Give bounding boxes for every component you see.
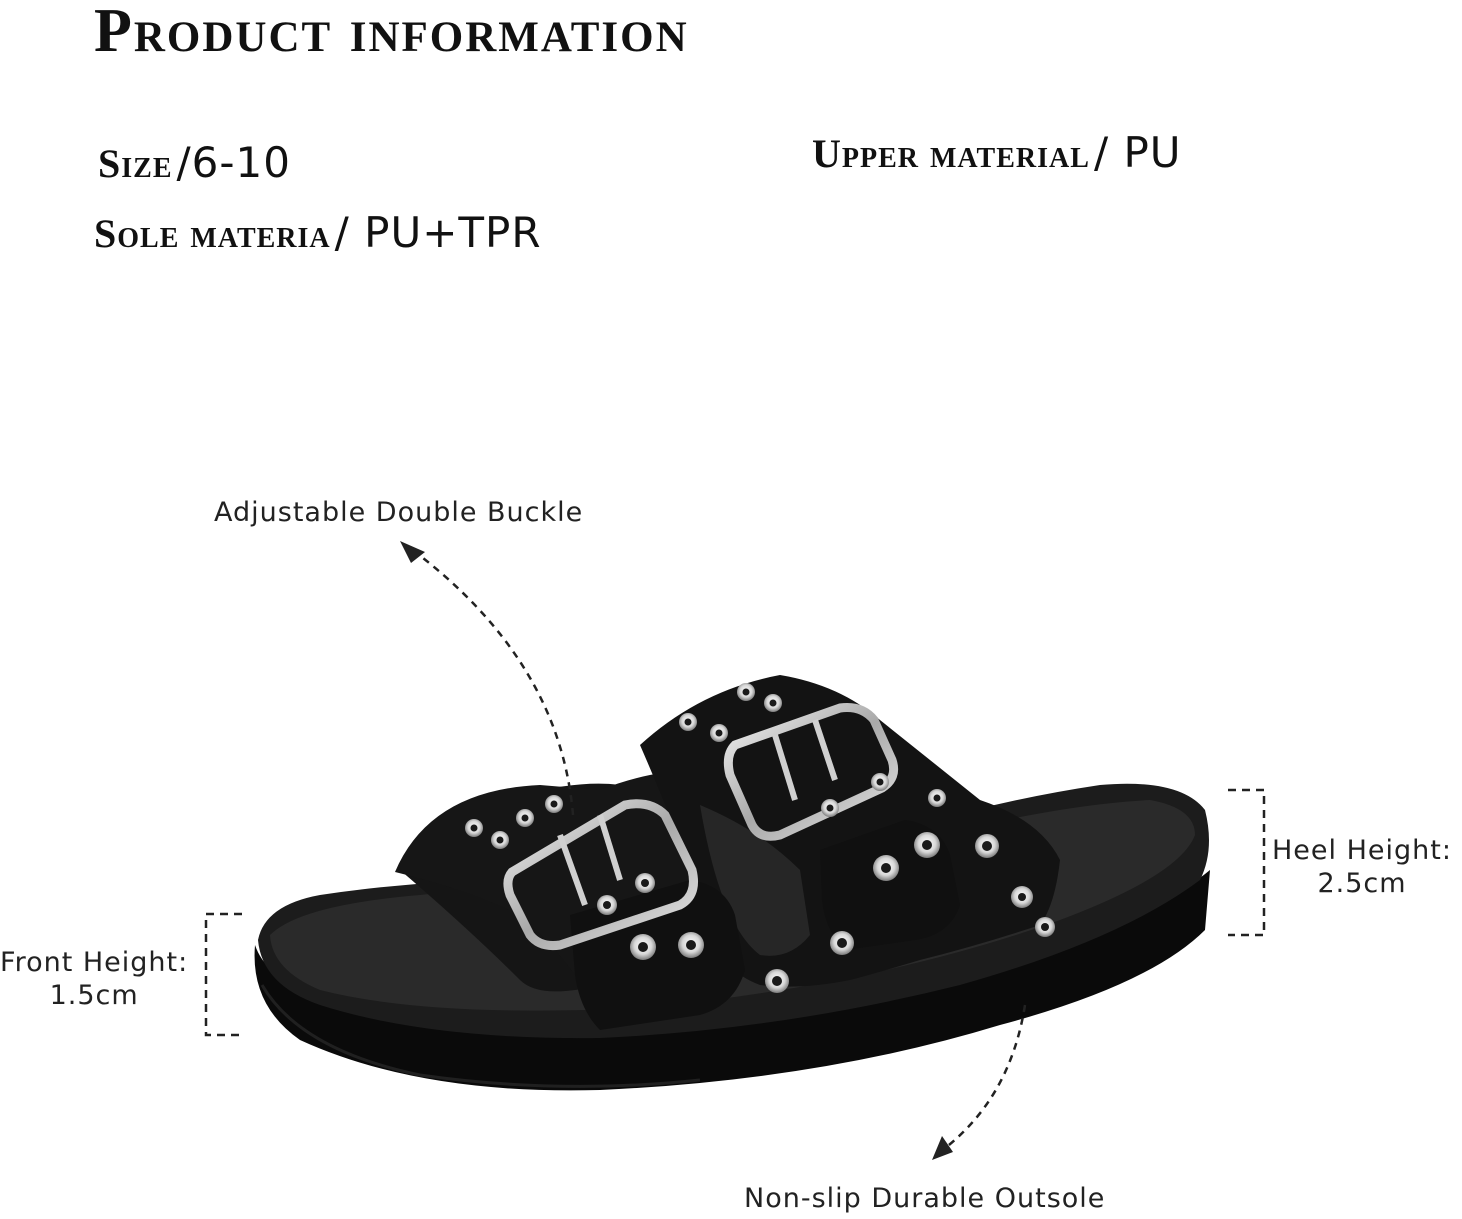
callout-heel-height: Heel Height: 2.5cm <box>1272 834 1452 900</box>
spec-upper: Upper material / PU <box>812 128 1182 177</box>
spec-upper-value: / PU <box>1093 128 1182 177</box>
buckle-arrow-line <box>409 546 575 816</box>
front-bracket <box>204 912 242 1037</box>
eyelets <box>465 683 1055 993</box>
strap-gap <box>700 805 810 956</box>
front-flap <box>570 880 745 1030</box>
front-buckle <box>503 799 698 950</box>
heel-height-value: 2.5cm <box>1317 868 1407 899</box>
spec-size: Size /6-10 <box>98 138 291 187</box>
outsole-tread <box>260 984 701 1088</box>
front-height-value: 1.5cm <box>49 980 139 1011</box>
title-text: Product information <box>94 0 689 65</box>
spec-upper-label: Upper material <box>812 131 1090 176</box>
callout-front-height: Front Height: 1.5cm <box>0 946 188 1012</box>
spec-sole: Sole materia / PU+TPR <box>94 208 542 257</box>
front-height-label: Front Height: <box>0 947 189 978</box>
heel-height-label: Heel Height: <box>1272 835 1452 866</box>
spec-sole-label: Sole materia <box>94 211 331 256</box>
outsole <box>254 870 1210 1091</box>
page-title: Product information <box>94 0 689 62</box>
callout-adjustable-buckle: Adjustable Double Buckle <box>214 497 584 528</box>
callout-outsole: Non-slip Durable Outsole <box>744 1183 1106 1214</box>
outsole-arrowhead <box>932 1136 953 1160</box>
spec-size-label: Size <box>98 141 173 186</box>
buckle-arrowhead <box>400 541 425 563</box>
spec-size-value: /6-10 <box>176 138 291 187</box>
heel-bracket <box>1228 788 1266 937</box>
spec-sole-value: / PU+TPR <box>334 208 542 257</box>
